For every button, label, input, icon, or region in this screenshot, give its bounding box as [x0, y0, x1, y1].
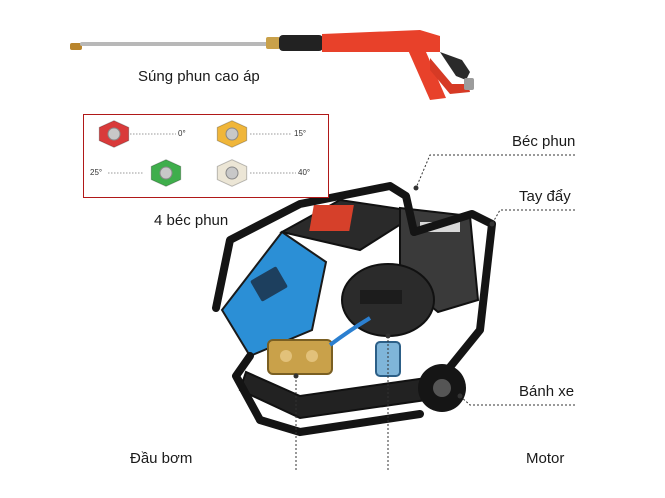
- nozzle-angle-0: 0°: [178, 129, 186, 138]
- nozzle-15-hub: [225, 127, 239, 141]
- label-nozzle-tip: Béc phun: [512, 133, 576, 150]
- pump-valve-1: [280, 350, 292, 362]
- frame-lower-tube: [232, 352, 264, 424]
- gun-barrel: [322, 30, 440, 52]
- gun-trigger: [440, 52, 470, 80]
- endpoint-motor: [385, 333, 391, 339]
- label-pump-head: Đầu bơm: [130, 450, 193, 467]
- nozzle-set-box: 0° 15° 25° 40°: [83, 114, 329, 198]
- gun-connector: [266, 37, 280, 49]
- endpoint-pump-head: [293, 373, 299, 379]
- nozzle-set-drawing: [98, 120, 296, 187]
- nozzle-25-hub: [159, 166, 173, 180]
- endpoint-push-handle: [489, 221, 495, 227]
- label-push-handle: Tay đẩy: [519, 188, 571, 205]
- motor-fins: [360, 290, 402, 304]
- blue-hose: [328, 316, 372, 347]
- leader-nozzle-tip: [415, 154, 575, 189]
- leader-wheel: [459, 395, 575, 406]
- brand-plate: [309, 205, 354, 231]
- label-nozzles: 4 béc phun: [154, 212, 229, 229]
- gun-tip: [70, 43, 82, 50]
- gun-trigger-guard: [430, 58, 470, 94]
- control-display: [250, 266, 288, 302]
- leader-lines: [295, 154, 575, 470]
- leader-endpoints: [293, 185, 495, 399]
- nozzle-angle-25: 25°: [90, 168, 103, 177]
- gun-lance: [80, 42, 270, 46]
- endpoint-wheel: [457, 393, 463, 399]
- nozzle-0-hub: [107, 127, 121, 141]
- gun-swivel: [464, 78, 474, 90]
- spray-gun-illustration: [70, 30, 474, 100]
- label-spray-gun: Súng phun cao áp: [138, 68, 260, 85]
- wheel-hub: [433, 379, 451, 397]
- frame-base-tube: [256, 410, 424, 437]
- nozzle-angle-40: 40°: [298, 168, 311, 177]
- leader-push-handle: [491, 209, 575, 225]
- frame-front-tube: [212, 182, 418, 312]
- pump-head-body: [267, 339, 333, 375]
- water-filter: [375, 341, 401, 377]
- nozzle-angle-15: 15°: [294, 129, 307, 138]
- base-tray: [238, 370, 441, 420]
- nozzle-40-hub: [225, 166, 239, 180]
- machine-illustration: [212, 182, 496, 437]
- label-wheel: Bánh xe: [519, 383, 575, 400]
- endpoint-nozzle-tip: [413, 185, 419, 191]
- gun-grip-black: [279, 35, 323, 51]
- pump-valve-2: [306, 350, 318, 362]
- label-motor: Motor: [526, 450, 565, 467]
- gun-handle: [408, 50, 446, 100]
